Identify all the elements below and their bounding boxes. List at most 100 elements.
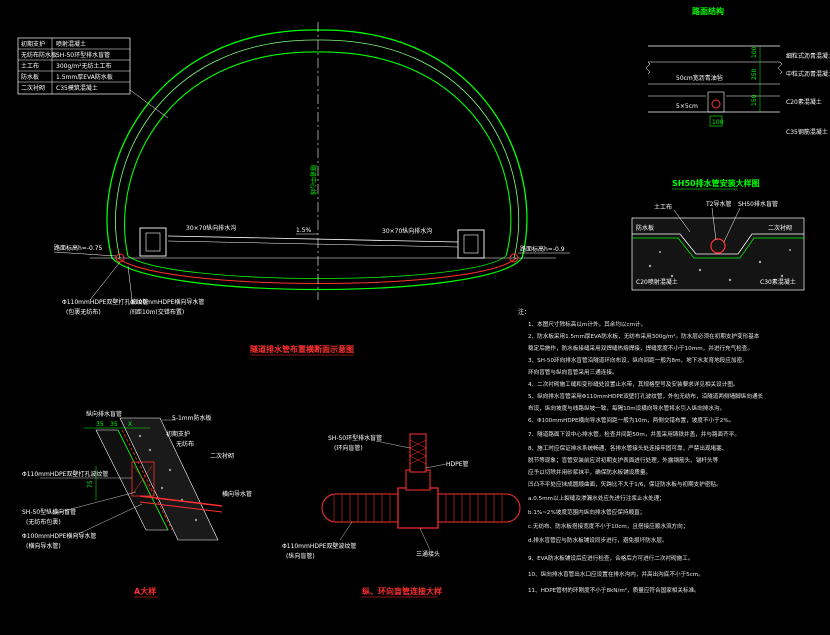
detail-a-label-9: 无纺布 bbox=[176, 440, 194, 448]
waterproof-layer bbox=[115, 39, 520, 259]
layer-table-frame bbox=[17, 37, 131, 95]
pipe-label-1: Φ110mmHDPE双壁打孔波纹管 bbox=[62, 298, 148, 306]
pavement-left-label-1: 5×5cm bbox=[676, 103, 698, 110]
pavement-layer-3: C35钢筋混凝土 bbox=[786, 128, 828, 136]
note-line-4: 环向盲管与纵向盲管采用三通连接。 bbox=[528, 368, 618, 376]
elevation-left: 路面标高h=-0.75 bbox=[54, 244, 103, 252]
tee-label-2: HDPE管 bbox=[446, 460, 469, 468]
inner-lining bbox=[124, 51, 512, 257]
road-surface-2 bbox=[167, 240, 459, 248]
notes-marker: 注： bbox=[518, 308, 530, 316]
note-line-3: 3、SH-50环向排水盲管沿隧道环向布设，纵向间距一般为8m，地下水发育地段应加… bbox=[528, 356, 748, 364]
note-line-12: 应予以切除并用砂浆抹平，确保防水板铺设质量。 bbox=[528, 468, 651, 476]
drain-detail-title: SH50排水管安装大样图 bbox=[672, 178, 760, 188]
note-line-1: 2、防水板采用1.5mm厚EVA防水板，无纺布采用300g/m²。防水层必须在初… bbox=[528, 332, 760, 340]
note-line-7: 布设，纵向坡度与线路纵坡一致，每隔10m设横向导水管将水引入纵向排水沟。 bbox=[528, 404, 725, 412]
detail-a-rock bbox=[119, 417, 219, 541]
tee-title: 纵、环向盲管连接大样 bbox=[362, 586, 442, 596]
right-ditch bbox=[457, 229, 485, 259]
pavement-layer-2: C20素混凝土 bbox=[786, 98, 822, 106]
drain-label-3: 防水板 bbox=[636, 224, 654, 232]
pavement-title: 路面结构 bbox=[692, 6, 724, 16]
detail-a-label-0: 纵向排水盲管 bbox=[86, 410, 122, 418]
main-section-title: 隧道排水管布置横断面示意图 bbox=[250, 344, 354, 354]
note-line-15: b.1%~2%坡度范围内纵向排水管应保持顺直； bbox=[528, 508, 645, 516]
layer-name-4: 二次衬砌 bbox=[21, 84, 45, 92]
layer-name-1: 无纺布防水板 bbox=[21, 51, 57, 59]
left-ditch-inner bbox=[145, 232, 161, 252]
note-line-6: 5、纵向排水盲管采用Φ110mmHDPE双壁打孔波纹管，外包无纺布，沿隧道两侧墙… bbox=[528, 392, 764, 400]
right-ditch-inner bbox=[463, 234, 479, 254]
layer-spec-0: 喷射混凝土 bbox=[56, 40, 86, 48]
note-line-2: 稳定后施作，防水板接缝采用双焊缝热熔焊接，焊缝宽度不小于10mm，并进行充气检查… bbox=[528, 344, 753, 352]
elevation-right: 路面标高h=-0.9 bbox=[520, 245, 565, 253]
slope-label: 1.5% bbox=[296, 227, 312, 234]
layer-spec-2: 300g/m²无纺土工布 bbox=[56, 62, 112, 70]
outer-lining bbox=[106, 29, 528, 259]
drain-label-2: SH50排水盲管 bbox=[738, 200, 778, 208]
detail-a-label-8: 初期支护 bbox=[166, 430, 190, 438]
invert-inner bbox=[127, 255, 507, 279]
drain-pipe-circle bbox=[710, 238, 726, 254]
detail-a-title: A大样 bbox=[134, 586, 156, 596]
tee-connector bbox=[397, 487, 439, 529]
pavement-dim-0: 100 bbox=[751, 46, 758, 58]
invert-outer bbox=[111, 257, 523, 291]
layer-spec-3: 1.5mm厚EVA防水板 bbox=[56, 73, 113, 81]
drain-label-1: T2导水管 bbox=[705, 200, 731, 208]
right-drain-pipe bbox=[509, 253, 519, 263]
pavement-layer-1: 中粒式沥青混凝土 bbox=[786, 70, 830, 78]
detail-a-label-4: Φ100mmHDPE横向导水管 bbox=[22, 532, 96, 540]
detail-a-dim-2: X bbox=[128, 421, 132, 428]
note-line-11: 脱节等现象；盲管安装前应对初期支护表面进行处理，外露钢筋头、锚杆头等 bbox=[528, 456, 719, 464]
note-line-20: 11、HDPE管材的环刚度不小于8kN/m²，质量应符合国家相关标准。 bbox=[528, 586, 700, 594]
layer-name-3: 防水板 bbox=[21, 73, 39, 81]
pipe-leader-2 bbox=[127, 265, 133, 301]
layer-name-2: 土工布 bbox=[21, 62, 39, 70]
tee-label-5: 三通接头 bbox=[416, 550, 440, 558]
tee-label-1: (环向盲管) bbox=[334, 444, 363, 452]
tee-label-0: SH-50环型排水盲管 bbox=[328, 434, 382, 442]
layer-spec-4: C35模筑混凝土 bbox=[56, 84, 98, 92]
note-line-13: 凹凸不平处应抹成圆顺曲面，矢跨比不大于1/6，保证防水板与初期支护密贴。 bbox=[528, 480, 722, 488]
detail-a-label-2: SH-50型纵横向盲管 bbox=[22, 508, 76, 516]
elevation-left-leader bbox=[53, 251, 117, 257]
layer-name-0: 初期支护 bbox=[21, 40, 45, 48]
pavement-left-label-0: 50cm宽沥青油毡 bbox=[676, 74, 723, 82]
detail-a-label-10: 横向导水管 bbox=[222, 490, 252, 498]
drain-bottom-right: C30素混凝土 bbox=[760, 278, 796, 286]
road-surface bbox=[167, 235, 459, 243]
pavement-dim-2: 150 bbox=[751, 94, 758, 106]
note-line-8: 6、Φ100mmHDPE横向导水管间距一般为10m，两侧交错布置，坡度不小于2%… bbox=[528, 416, 734, 424]
ditch-left-label: 30×70纵向排水沟 bbox=[186, 224, 236, 232]
left-ditch bbox=[139, 227, 167, 257]
tee-label-4: (纵向盲管) bbox=[286, 552, 315, 560]
detail-a-label-7: 二次衬砌 bbox=[210, 452, 234, 460]
center-line-label: 隧道中心线 bbox=[309, 165, 317, 195]
pipe-label-2: Φ100mmHDPE横向导水管 bbox=[130, 298, 204, 306]
note-line-0: 1、本图尺寸除标高以m计外，其余均以cm计。 bbox=[528, 320, 646, 328]
detail-a-label-6: 5-1mm防水板 bbox=[172, 414, 212, 422]
tee-vertical-pipe bbox=[409, 433, 427, 473]
note-line-18: 9、EVA防水板铺设后应进行检查，合格后方可进行二次衬砌施工。 bbox=[528, 554, 693, 562]
ditch-right-label: 30×70纵向排水沟 bbox=[382, 227, 432, 235]
detail-a-label-3: (无纺布包裹) bbox=[26, 518, 61, 526]
detail-a-label-1: Φ110mmHDPE双壁打孔波纹管 bbox=[22, 470, 108, 478]
note-line-17: d.排水盲管应与防水板铺设同步进行，避免损坏防水层。 bbox=[528, 536, 668, 544]
pipe-label-1b: (包裹无纺布) bbox=[66, 308, 101, 316]
detail-a-label-5: (横向导水管) bbox=[26, 542, 61, 550]
note-line-16: c.无纺布、防水板搭接宽度不小于10cm，且搭接应顺水流方向； bbox=[528, 522, 688, 530]
tunnel-section: 隧道中心线 30×70纵向排水沟 30×70纵向排水沟 1.5% 路面标高h=-… bbox=[53, 22, 570, 316]
detail-a-lateral-pipe bbox=[139, 495, 223, 507]
layer-table: 初期支护 喷射混凝土 无纺布防水板 SH-50环型排水盲管 土工布 300g/m… bbox=[17, 37, 131, 95]
drain-label-4: 二次衬砌 bbox=[768, 224, 792, 232]
pavement-dim-1: 250 bbox=[751, 68, 758, 80]
drain-bottom-left: C20喷射混凝土 bbox=[636, 278, 678, 286]
note-line-9: 7、隧道路面下设中心排水管，检查井间距50m，井盖采用铸铁井盖，并与路面齐平。 bbox=[528, 430, 740, 438]
pipe-leader-1 bbox=[89, 261, 121, 301]
note-line-10: 8、施工时应保证排水系统畅通，各排水管接头处连接牢固可靠，严禁出现堵塞、 bbox=[528, 444, 727, 452]
pavement-layer-0: 细粒式沥青混凝土 bbox=[786, 52, 830, 60]
note-line-14: a.0.5mm以上裂缝及渗漏水处应先进行注浆止水处理； bbox=[528, 494, 665, 502]
note-line-5: 4、二次衬砌施工缝和变形缝处设置止水带，其规格型号及安装要求详见相关设计图。 bbox=[528, 380, 739, 388]
